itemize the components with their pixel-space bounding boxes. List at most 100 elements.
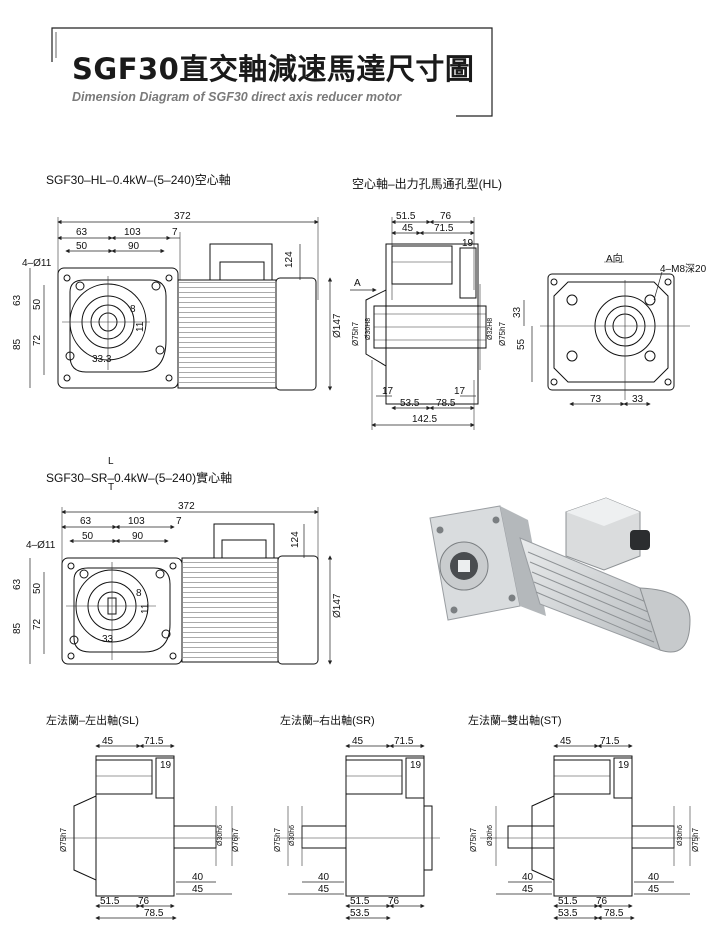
sl-dim-dia30: Ø30h6: [217, 825, 224, 846]
hl-dim-11: 11: [135, 321, 146, 332]
hl-dim-103: 103: [124, 227, 141, 238]
st-dim-40a: 40: [522, 872, 534, 883]
sr2-dim-45: 45: [352, 736, 364, 747]
st-dim-dia75: Ø75h7: [469, 827, 478, 852]
sr-dim-11: 11: [140, 603, 151, 614]
sr2-dim-19: 19: [410, 760, 422, 771]
hl-side-dim-dia32: Ø32H8: [487, 318, 494, 340]
view-a-tap: 4–M8深20: [660, 263, 707, 275]
sl-dim-71-5: 71.5: [144, 736, 164, 747]
sr-front-view: 372 63 103 7 50 90 4–Ø11 124 63 50 85 72…: [12, 501, 343, 665]
sr-caption-bottom: T: [108, 482, 115, 493]
hl-side-dim-53-5: 53.5: [400, 398, 420, 409]
st-dim-40b: 40: [648, 872, 660, 883]
hl-side-dim-19: 19: [462, 238, 474, 249]
hl-dim-v50: 50: [32, 298, 43, 310]
sr-dim-103: 103: [128, 516, 145, 527]
hl-dim-7: 7: [172, 227, 178, 238]
sl-caption: 左法蘭–左出軸(SL): [46, 715, 139, 727]
hl-side-view: 51.5 76 45 71.5 19 A Ø75h7 Ø30H8 Ø32H8 Ø…: [350, 211, 507, 430]
view-a-caption: A向: [606, 254, 623, 265]
hl-dim-33-3: 33.3: [92, 354, 112, 365]
hl-dim-8: 8: [130, 304, 136, 315]
hl-dim-63: 63: [76, 227, 88, 238]
hl-side-dim-76: 76: [440, 211, 452, 222]
hl-side-dim-dia30: Ø30H8: [365, 318, 372, 340]
sr-dim-147: Ø147: [332, 593, 343, 618]
sr2-dim-dia30: Ø30h6: [289, 825, 296, 846]
st-dim-dia30b: Ø30h6: [677, 825, 684, 846]
hl-dim-372: 372: [174, 211, 191, 222]
sr2-dim-53-5: 53.5: [350, 908, 370, 919]
hl-dim-90: 90: [128, 241, 140, 252]
hl-side-arrow-a: A: [354, 278, 361, 289]
sr-dim-v63: 63: [12, 578, 23, 590]
sr2-dim-45b: 45: [318, 884, 330, 895]
sr-caption: SGF30–SR–0.4kW–(5–240)實心軸: [46, 471, 233, 485]
page-subtitle: Dimension Diagram of SGF30 direct axis r…: [72, 90, 402, 104]
sr2-dim-40: 40: [318, 872, 330, 883]
sl-dim-40: 40: [192, 872, 204, 883]
page-title: SGF30直交軸減速馬達尺寸圖: [72, 52, 475, 86]
sr2-dim-71-5: 71.5: [394, 736, 414, 747]
st-dim-45a: 45: [522, 884, 534, 895]
st-dim-dia30: Ø30h6: [487, 825, 494, 846]
sl-dim-78-5: 78.5: [144, 908, 164, 919]
sl-dim-51-5: 51.5: [100, 896, 120, 907]
st-caption: 左法蘭–雙出軸(ST): [468, 715, 562, 727]
title-frame: [46, 22, 498, 122]
view-a-dim-55: 55: [516, 338, 527, 350]
sl-dim-45: 45: [102, 736, 114, 747]
st-dim-45b: 45: [648, 884, 660, 895]
hl-dim-v85: 85: [12, 338, 23, 350]
hl-dim-147: Ø147: [332, 313, 343, 338]
sr-dim-v50: 50: [32, 582, 43, 594]
sl-dim-76: 76: [138, 896, 150, 907]
hl-caption: SGF30–HL–0.4kW–(5–240)空心軸: [46, 173, 231, 187]
st-dim-19: 19: [618, 760, 630, 771]
st-dim-51-5: 51.5: [558, 896, 578, 907]
st-dim-dia75b: Ø75h7: [691, 827, 700, 852]
hl-side-dim-17a: 17: [382, 386, 394, 397]
sl-side-view: 45 71.5 19 Ø75h7 Ø30h6 Ø76h7 40 45 51.5 …: [59, 736, 240, 921]
sl-dim-19: 19: [160, 760, 172, 771]
sr2-dim-51-5: 51.5: [350, 896, 370, 907]
st-dim-78-5: 78.5: [604, 908, 624, 919]
hl-side-dim-dia75: Ø75h7: [351, 321, 360, 346]
hl-side-dim-78-5: 78.5: [436, 398, 456, 409]
hl-side-caption: 空心軸–出力孔馬通孔型(HL): [352, 177, 503, 191]
st-dim-45: 45: [560, 736, 572, 747]
view-a-dim-33h: 33: [632, 394, 644, 405]
sl-dim-45b: 45: [192, 884, 204, 895]
st-dim-53-5: 53.5: [558, 908, 578, 919]
hl-side-dim-51-5: 51.5: [396, 211, 416, 222]
sr2-dim-dia75: Ø75h7: [273, 827, 282, 852]
hl-side-dim-17b: 17: [454, 386, 466, 397]
hl-dim-v72: 72: [32, 334, 43, 346]
hl-side-dim-45: 45: [402, 223, 414, 234]
hl-side-dim-71-5: 71.5: [434, 223, 454, 234]
sr-dim-8: 8: [136, 588, 142, 599]
sr-dim-v85: 85: [12, 622, 23, 634]
view-a: 4–M8深20 33 55 73 33: [512, 261, 707, 407]
sr-dim-50: 50: [82, 531, 94, 542]
sr-dim-v72: 72: [32, 618, 43, 630]
hl-dim-124: 124: [284, 251, 295, 268]
sl-dim-dia76: Ø76h7: [231, 827, 240, 852]
hl-dim-v63: 63: [12, 294, 23, 306]
st-dim-71-5: 71.5: [600, 736, 620, 747]
view-a-dim-33v: 33: [512, 306, 523, 318]
hl-dim-50: 50: [76, 241, 88, 252]
product-photo: [429, 497, 691, 653]
sl-dim-dia75: Ø75h7: [59, 827, 68, 852]
sr-side-view: 45 71.5 19 Ø75h7 Ø30h6 40 45 51.5 76 53.…: [273, 736, 440, 921]
st-dim-76: 76: [596, 896, 608, 907]
hl-front-view: 372 63 103 7 50 90 4–Ø11 124 63 50 85 72…: [12, 211, 343, 391]
sr-dim-124: 124: [290, 531, 301, 548]
sr-dim-372: 372: [178, 501, 195, 512]
st-side-view: 45 71.5 19 Ø75h7 Ø30h6 Ø30h6 Ø75h7 40 45…: [469, 736, 700, 921]
sr2-caption: 左法蘭–右出軸(SR): [280, 715, 375, 727]
sr-dim-7: 7: [176, 516, 182, 527]
sr-caption-top: L: [108, 456, 114, 467]
